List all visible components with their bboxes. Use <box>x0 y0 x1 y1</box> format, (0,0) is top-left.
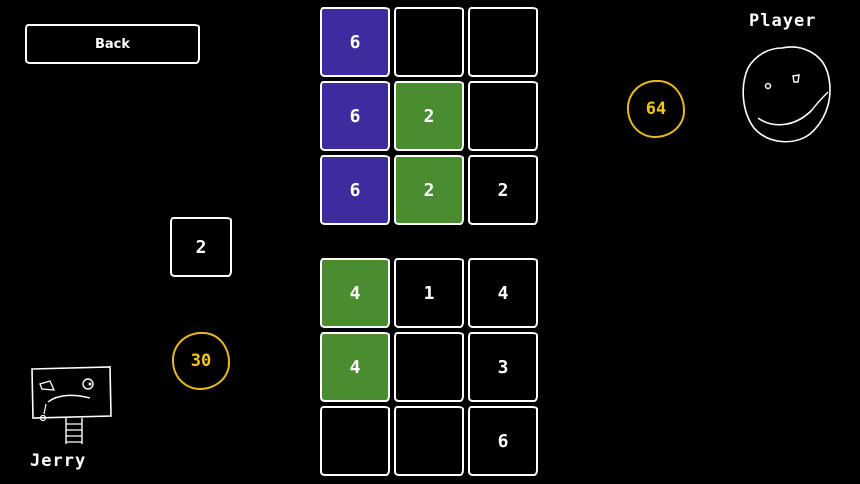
player-board-cell-2-2[interactable]: 2 <box>394 81 464 151</box>
opponent-board-cell-2-1[interactable]: 4 <box>320 332 390 402</box>
opponent-board-cell-3-1[interactable] <box>320 406 390 476</box>
current-die: 2 <box>170 217 232 277</box>
player-board-cell-2-1[interactable]: 6 <box>320 81 390 151</box>
opponent-board-cell-3-2[interactable] <box>394 406 464 476</box>
opponent-board-cell-1-1[interactable]: 4 <box>320 258 390 328</box>
player-board-cell-1-3[interactable] <box>468 7 538 77</box>
player-board-cell-2-3[interactable] <box>468 81 538 151</box>
player-board-cell-3-3[interactable]: 2 <box>468 155 538 225</box>
opponent-score: 30 <box>172 332 230 390</box>
player-board-cell-1-2[interactable] <box>394 7 464 77</box>
opponent-board-cell-1-2[interactable]: 1 <box>394 258 464 328</box>
back-button[interactable]: Back <box>25 24 200 64</box>
opponent-board-cell-2-2[interactable] <box>394 332 464 402</box>
opponent-board-cell-3-3[interactable]: 6 <box>468 406 538 476</box>
opponent-name: Jerry <box>30 451 87 471</box>
player-name: Player <box>749 11 817 31</box>
player-board-cell-3-2[interactable]: 2 <box>394 155 464 225</box>
player-board-cell-1-1[interactable]: 6 <box>320 7 390 77</box>
player-avatar-icon <box>742 46 831 143</box>
player-board-cell-3-1[interactable]: 6 <box>320 155 390 225</box>
player-score: 64 <box>627 80 685 138</box>
opponent-board-cell-2-3[interactable]: 3 <box>468 332 538 402</box>
opponent-board-cell-1-3[interactable]: 4 <box>468 258 538 328</box>
opponent-avatar-icon <box>31 366 112 444</box>
